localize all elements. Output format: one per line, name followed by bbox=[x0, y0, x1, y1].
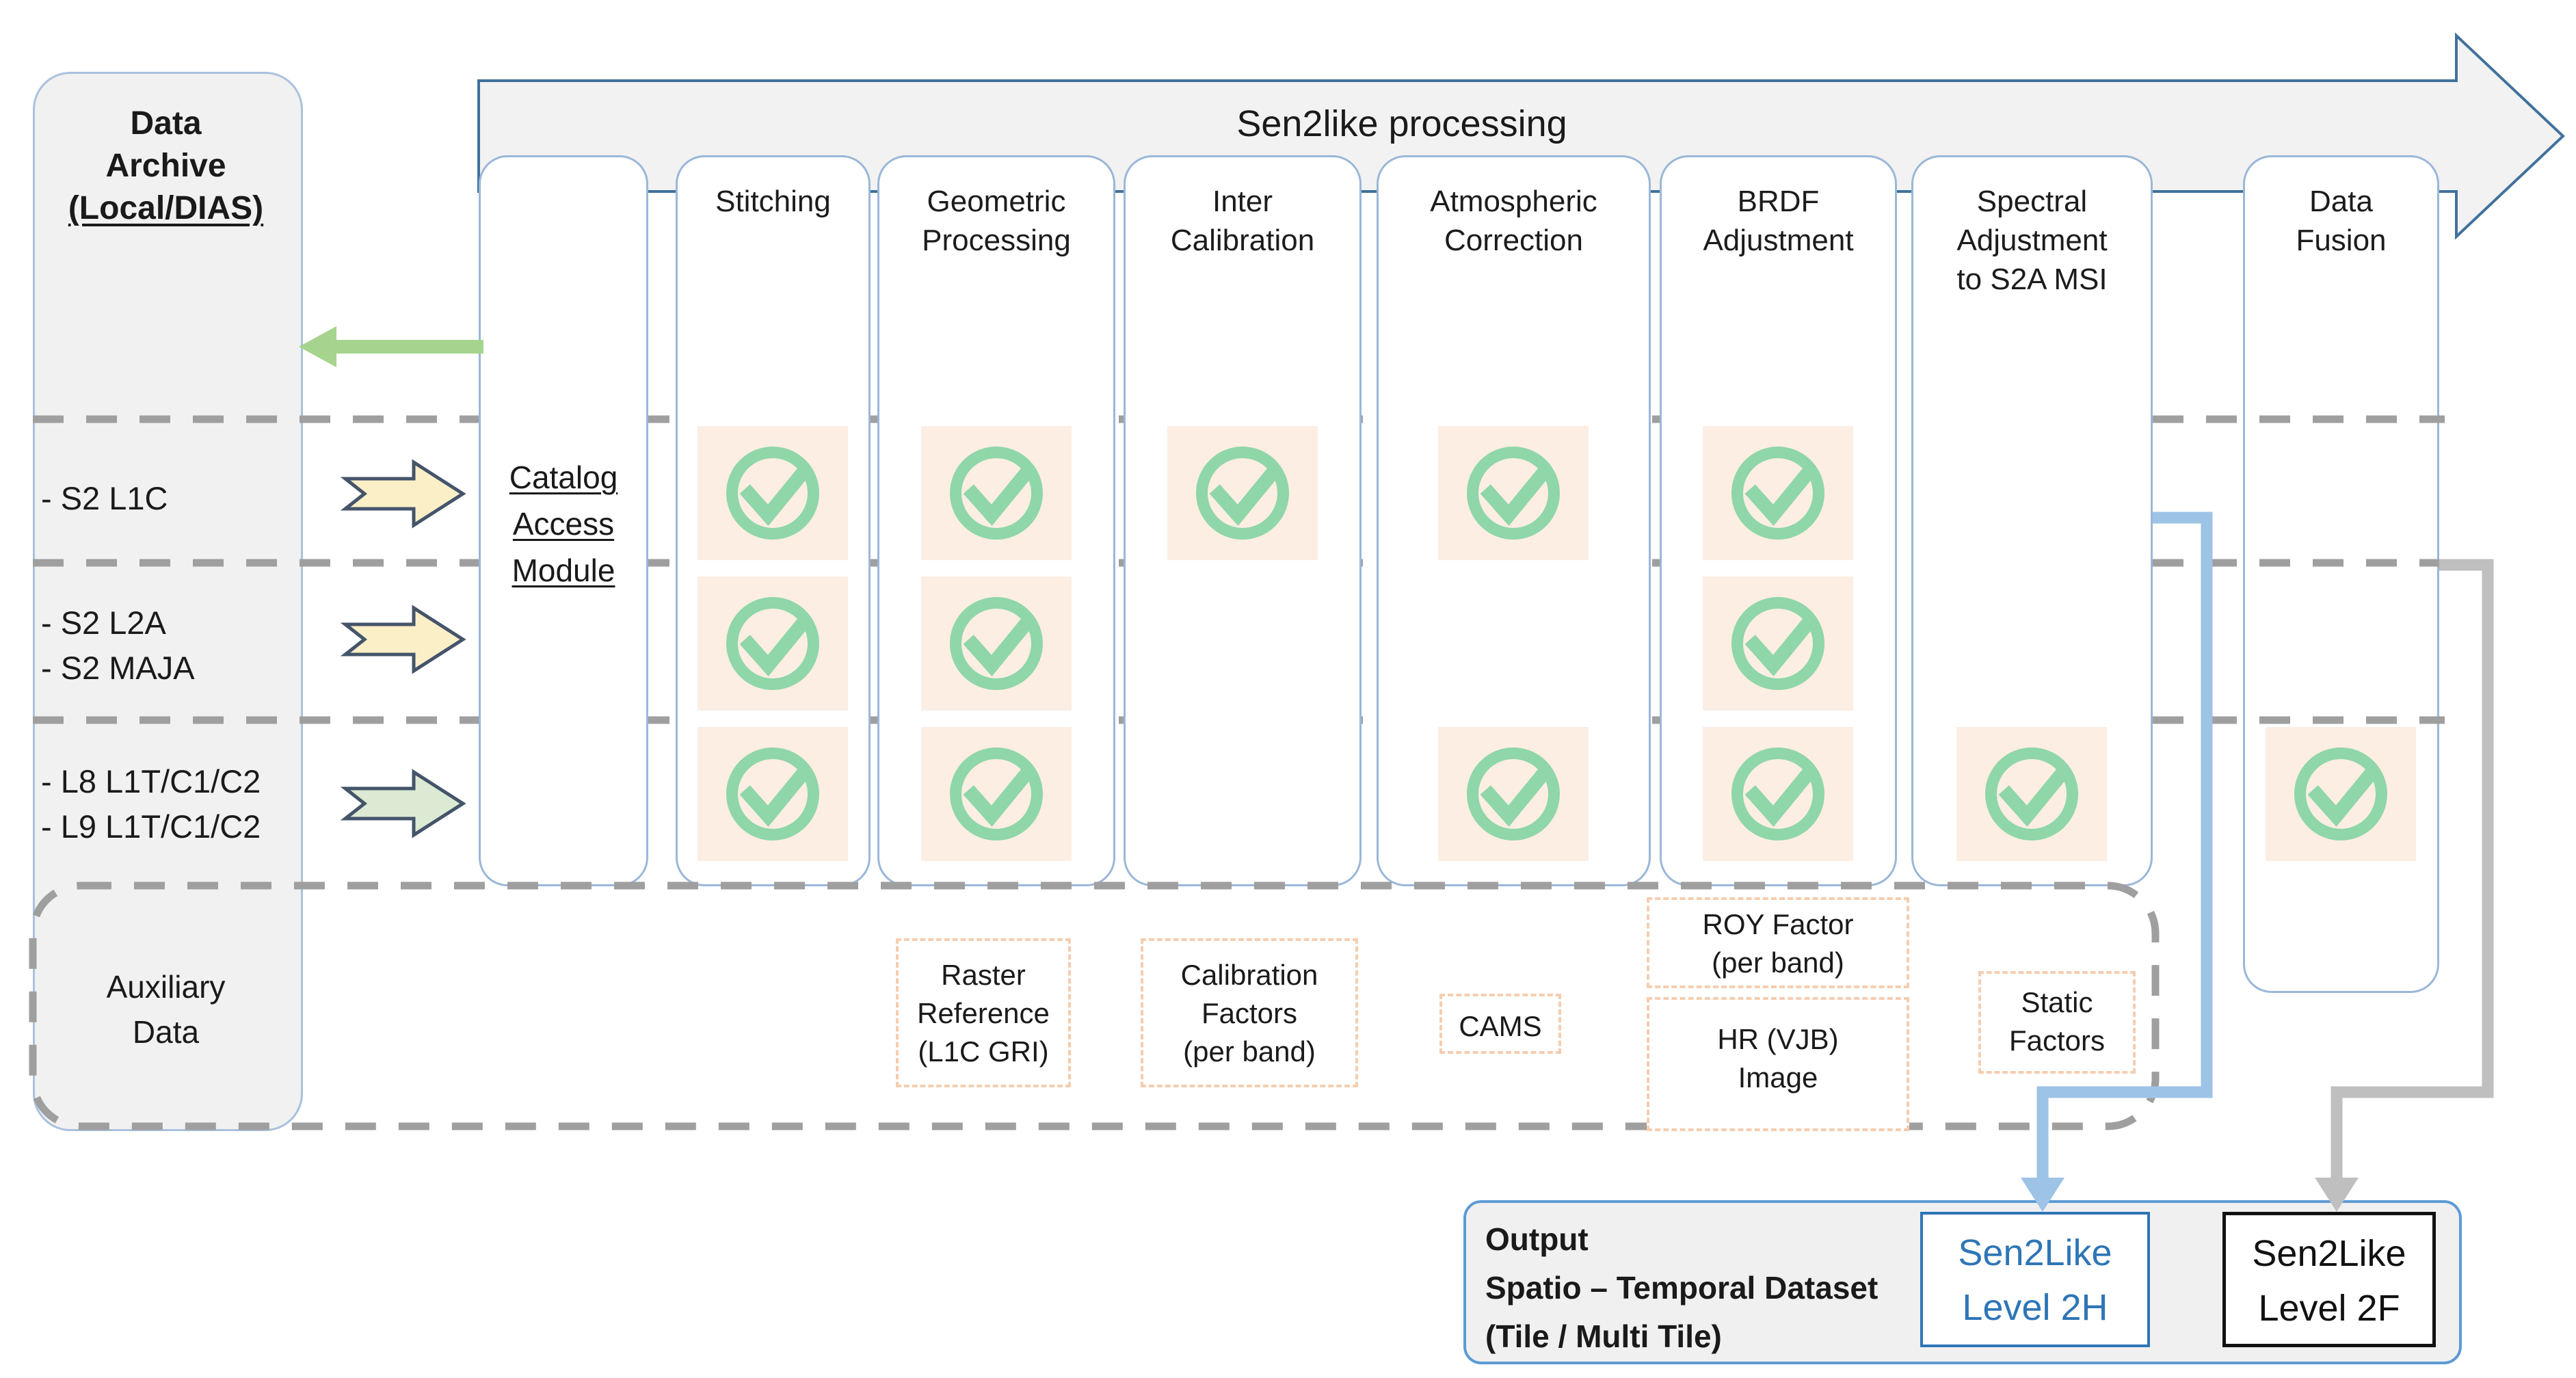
check-icon bbox=[726, 747, 819, 840]
aux-static-factors: Static Factors bbox=[1978, 971, 2136, 1074]
level-2h-connector bbox=[2021, 512, 2213, 1212]
input-arrows bbox=[340, 459, 466, 838]
column-header: Atmospheric Correction bbox=[1430, 185, 1597, 257]
aux-calibration-factors: Calibration Factors (per band) bbox=[1141, 938, 1358, 1087]
column-header: BRDF Adjustment bbox=[1703, 185, 1854, 257]
banner-title: Sen2like processing bbox=[1236, 103, 1567, 144]
auxiliary-data-dashed-region bbox=[29, 882, 2160, 1130]
check-icon bbox=[726, 447, 819, 540]
check-cell-geometric-row1 bbox=[921, 426, 1072, 560]
check-icon bbox=[1467, 447, 1560, 540]
check-cell-atmospheric-row1 bbox=[1438, 426, 1589, 560]
catalog-access-module-label: Catalog Access Module bbox=[509, 460, 618, 588]
output-title: Output Spatio – Temporal Dataset (Tile /… bbox=[1485, 1221, 1878, 1354]
check-cell-brdf-row1 bbox=[1703, 426, 1853, 560]
archive-subtitle: (Local/DIAS) bbox=[68, 190, 264, 226]
column-header: Data Fusion bbox=[2296, 185, 2387, 257]
check-icon bbox=[950, 447, 1043, 540]
s2-l1c-arrow bbox=[340, 459, 466, 529]
check-cell-stitching-row3 bbox=[698, 727, 848, 861]
check-icon bbox=[950, 747, 1043, 840]
aux-hr-vjb-image: HR (VJB) Image bbox=[1647, 997, 1909, 1131]
check-cell-brdf-row2 bbox=[1703, 577, 1853, 711]
check-icon bbox=[726, 597, 819, 690]
check-icon bbox=[1731, 747, 1824, 840]
check-cell-atmospheric-row3 bbox=[1438, 727, 1589, 861]
auxiliary-data-label: Auxiliary Data bbox=[106, 969, 226, 1050]
archive-title: Data Archive bbox=[105, 105, 226, 184]
sen2like-level-2h-box: Sen2Like Level 2H bbox=[1920, 1212, 2150, 1347]
column-header: Stitching bbox=[715, 185, 831, 218]
l8-l9-arrow bbox=[340, 769, 466, 838]
check-cell-geometric-row2 bbox=[921, 577, 1072, 711]
aux-roy-factor: ROY Factor (per band) bbox=[1647, 897, 1909, 988]
row-label-s2-l1c: - S2 L1C bbox=[41, 480, 168, 516]
column-header: Inter Calibration bbox=[1170, 185, 1315, 257]
level-2f-connector bbox=[2315, 559, 2494, 1212]
check-cell-spectral-row3 bbox=[1956, 727, 2107, 861]
s2-l2a-arrow bbox=[340, 605, 466, 674]
check-icon bbox=[950, 597, 1043, 690]
sen2like-level-2f-box: Sen2Like Level 2F bbox=[2222, 1212, 2436, 1347]
check-icon bbox=[1731, 597, 1824, 690]
check-cell-stitching-row2 bbox=[698, 577, 848, 711]
check-icon bbox=[1985, 747, 2078, 840]
check-icon bbox=[1467, 747, 1560, 840]
check-cell-inter_calibration-row1 bbox=[1167, 426, 1318, 560]
check-icon bbox=[1196, 447, 1289, 540]
row-label-l8-l9: - L8 L1T/C1/C2 - L9 L1T/C1/C2 bbox=[41, 763, 261, 845]
archive-return-arrow bbox=[299, 326, 483, 367]
check-cell-stitching-row1 bbox=[698, 426, 848, 560]
check-cell-data_fusion-row3 bbox=[2266, 727, 2416, 861]
data-archive-box bbox=[33, 72, 303, 1131]
row-label-s2-l2a-maja: - S2 L2A - S2 MAJA bbox=[41, 605, 195, 686]
aux-cams: CAMS bbox=[1439, 994, 1561, 1054]
column-catalog-access-module bbox=[479, 155, 648, 886]
check-icon bbox=[2294, 747, 2387, 840]
column-header: Spectral Adjustment to S2A MSI bbox=[1956, 185, 2108, 296]
check-icon bbox=[1731, 447, 1824, 540]
row-separator-dashes bbox=[33, 415, 2445, 724]
aux-raster-reference: Raster Reference (L1C GRI) bbox=[896, 938, 1071, 1087]
check-cell-geometric-row3 bbox=[921, 727, 1072, 861]
column-header: Geometric Processing bbox=[922, 185, 1071, 257]
check-cell-brdf-row3 bbox=[1703, 727, 1853, 861]
